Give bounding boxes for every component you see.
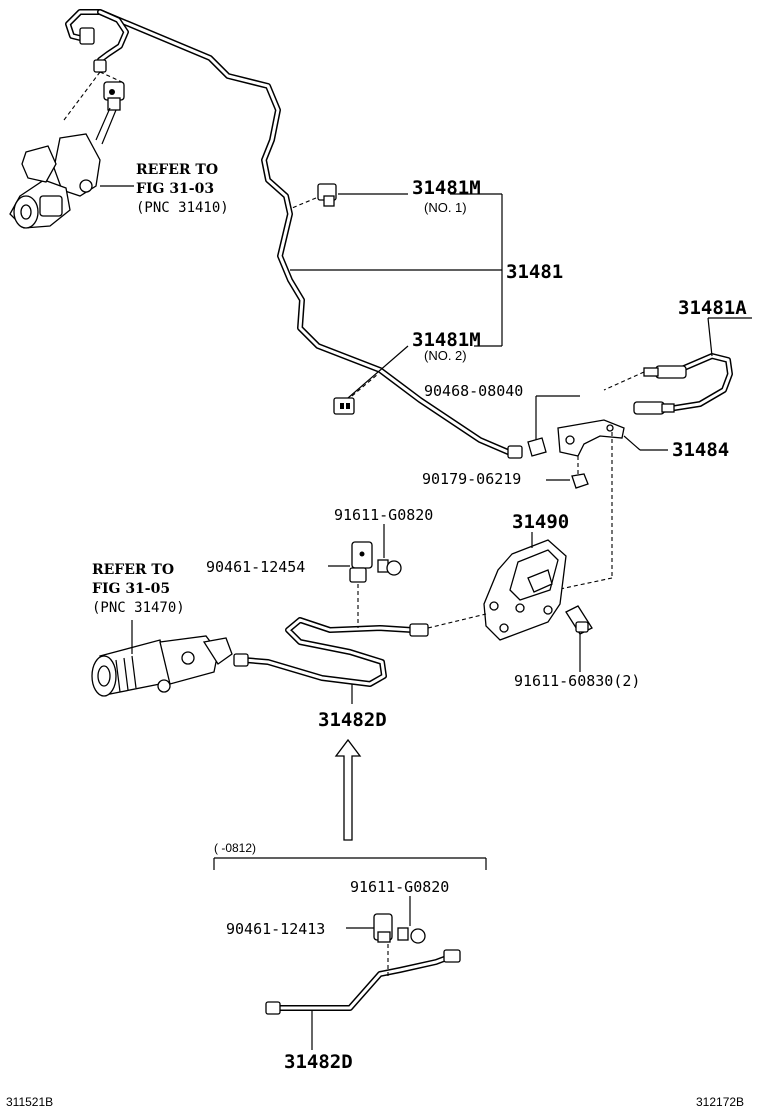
clutch-master-cylinder[interactable] [9,81,125,229]
label-91611-G0820-lower: 91611-G0820 [350,878,449,896]
label-31481A: 31481A [678,297,747,319]
clutch-tube-31482D-lower[interactable] [265,949,461,1015]
label-31481M-no2: 31481M [412,329,481,351]
clamp-31481M-no2[interactable] [333,397,355,415]
clamp-90461-12454[interactable] [349,541,373,583]
clip-90468-08040[interactable] [527,437,547,457]
flexible-hose-31481A[interactable] [633,353,733,415]
clutch-tube-31481[interactable] [65,9,511,455]
figure-code-right: 312172B [696,1095,744,1109]
label-91611-G0820-upper: 91611-G0820 [334,506,433,524]
label-90179-06219: 90179-06219 [422,470,521,488]
refer-left-line1: REFER TO [92,562,174,578]
bracket-31490[interactable] [483,539,567,641]
label-91611-60830: 91611-60830(2) [514,672,640,690]
bolt-91611-G0820-upper[interactable] [377,559,402,576]
refer-fig-31-05[interactable]: REFER TO FIG 31-05 (PNC 31470) [92,562,185,616]
refer-top-line2: FIG 31-03 [136,181,214,197]
tube-flare-nut-top [79,27,523,459]
refer-left-line2: FIG 31-05 [92,581,170,597]
refer-top-line3: (PNC 31410) [136,200,229,216]
label-31484: 31484 [672,439,729,461]
bolt-91611-G0820-lower[interactable] [397,927,426,944]
label-31481M-no1: 31481M [412,177,481,199]
label-31481M-no1-sub: (NO. 1) [424,200,467,215]
bracket-31484[interactable] [557,419,625,457]
nut-90179-06219[interactable] [571,473,589,489]
clutch-release-cylinder[interactable] [91,635,233,697]
refer-left-line3: (PNC 31470) [92,600,185,616]
production-range: ( -0812) [214,841,256,855]
bolt-91611-60830[interactable] [565,605,593,635]
label-31482D-lower: 31482D [284,1051,353,1073]
label-90461-12413: 90461-12413 [226,920,325,938]
up-arrow-icon [334,738,362,841]
clamp-90461-12413[interactable] [373,913,393,943]
refer-fig-31-03[interactable]: REFER TO FIG 31-03 (PNC 31410) [136,162,229,216]
label-31481M-no2-sub: (NO. 2) [424,348,467,363]
figure-code-left: 311521B [6,1095,53,1109]
clamp-31481M-no1[interactable] [317,183,337,207]
label-90468-08040: 90468-08040 [424,382,523,400]
clutch-tube-31482D-upper[interactable] [233,617,429,687]
label-31482D-upper: 31482D [318,709,387,731]
label-31490: 31490 [512,511,569,533]
refer-top-line1: REFER TO [136,162,218,178]
label-90461-12454: 90461-12454 [206,558,305,576]
label-31481: 31481 [506,261,563,283]
